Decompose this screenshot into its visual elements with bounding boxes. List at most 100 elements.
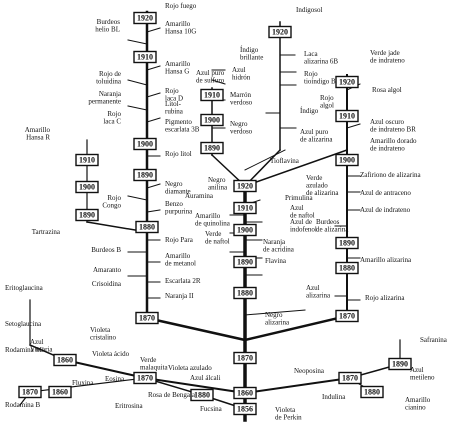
year-box: 1870 <box>18 385 42 399</box>
year-box: 1880 <box>190 388 214 402</box>
branch-line <box>63 358 147 380</box>
year-label: 1920 <box>237 181 253 190</box>
year-box: 1910 <box>233 201 257 215</box>
year-label: 1900 <box>237 225 253 234</box>
dye-name-label: Zafiriono de alizarina <box>360 171 422 179</box>
year-label: 1910 <box>204 90 220 99</box>
dye-name-label: Tartrazina <box>32 228 61 236</box>
year-box-frame <box>233 223 257 237</box>
branch-line <box>244 149 286 171</box>
year-box: 1890 <box>335 236 359 250</box>
year-label: 1870 <box>342 373 358 382</box>
year-box: 1900 <box>200 113 224 127</box>
year-label: 1880 <box>237 288 253 297</box>
year-label: 1856 <box>237 404 253 413</box>
year-box-frame <box>335 236 359 250</box>
branch-line <box>146 117 161 123</box>
branch-line <box>146 209 161 213</box>
year-box: 1910 <box>75 153 99 167</box>
dye-name-label: Naranja II <box>165 292 194 300</box>
branch-line <box>146 65 161 71</box>
year-label: 1880 <box>339 263 355 272</box>
year-box: 1890 <box>388 357 412 371</box>
year-label: 1910 <box>137 52 153 61</box>
year-label: 1890 <box>79 210 95 219</box>
dye-name-label: Setoglaucina <box>5 320 42 328</box>
dye-name-label: Azul de indrateno <box>360 206 411 214</box>
branch-line <box>127 195 148 201</box>
year-box: 1880 <box>135 220 159 234</box>
branch-line <box>146 92 161 98</box>
year-box: 1910 <box>335 109 359 123</box>
dye-name-label: Índigo <box>300 107 319 115</box>
year-label: 1870 <box>339 311 355 320</box>
year-box-frame <box>233 255 257 269</box>
branch-line <box>145 316 247 342</box>
dye-name-label: Eritrosina <box>115 402 143 410</box>
dye-name-label: Tioflavina <box>270 157 300 165</box>
year-box-frame <box>135 311 159 325</box>
year-box-frame <box>190 388 214 402</box>
year-label: 1920 <box>272 27 288 36</box>
branch-line <box>243 376 352 395</box>
year-box: 1870 <box>133 371 157 385</box>
dye-name-label: Escarlata 2R <box>165 277 201 285</box>
dye-name-label: Violeta ácido <box>92 350 130 358</box>
year-label: 1860 <box>52 387 68 396</box>
year-boxes: 1856186018701880189019001910192018701880… <box>18 11 412 416</box>
branch-line <box>143 376 247 395</box>
branch-line <box>146 27 161 33</box>
dye-name-label: Litol-rubina <box>165 100 184 116</box>
year-label: 1890 <box>137 170 153 179</box>
year-box-frame <box>48 385 72 399</box>
year-box-frame <box>200 88 224 102</box>
year-box-frame <box>75 180 99 194</box>
year-box-frame <box>335 75 359 89</box>
year-box-frame <box>18 385 42 399</box>
year-box: 1856 <box>233 402 257 416</box>
dye-name-label: Rojo fuego <box>165 2 197 10</box>
year-label: 1880 <box>194 390 210 399</box>
year-label: 1920 <box>137 13 153 22</box>
year-box: 1870 <box>135 311 159 325</box>
year-box-frame <box>233 402 257 416</box>
dye-name-label: Flavina <box>265 257 287 265</box>
dye-name-label: Eosina <box>105 375 125 383</box>
branch-line <box>127 39 148 45</box>
dye-name-label: Rosa de Bengala <box>148 391 196 399</box>
year-box: 1880 <box>360 385 384 399</box>
branch-line <box>127 105 148 111</box>
year-box-frame <box>53 353 77 367</box>
year-box-frame <box>233 286 257 300</box>
year-label: 1880 <box>139 222 155 231</box>
year-box-frame <box>75 153 99 167</box>
year-box: 1890 <box>75 208 99 222</box>
year-box: 1890 <box>200 141 224 155</box>
year-box-frame <box>233 179 257 193</box>
dye-name-label: Amaranto <box>93 266 121 274</box>
